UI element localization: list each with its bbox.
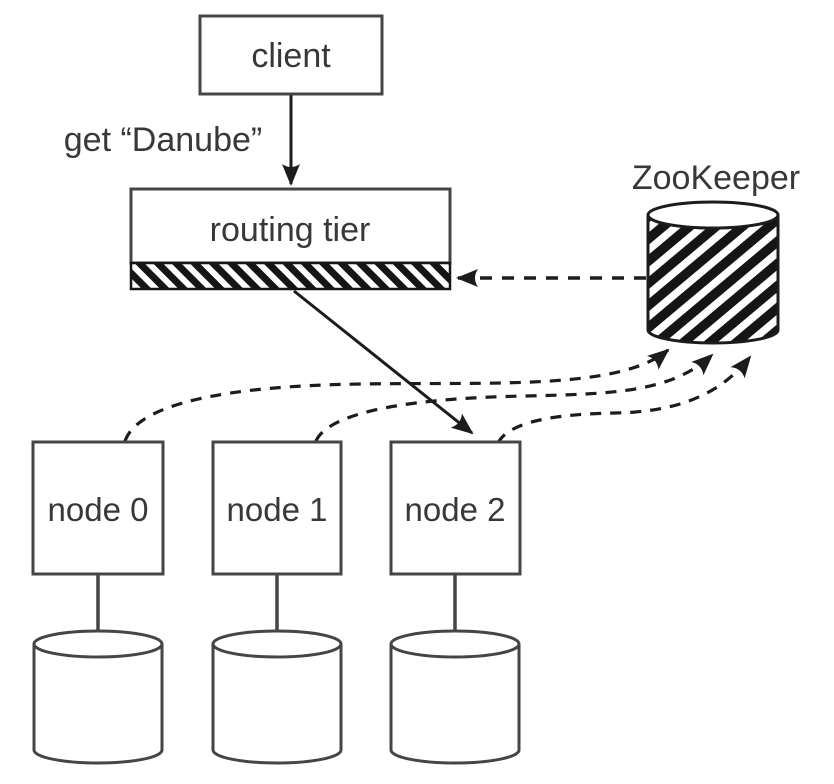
node-0-disk-body [32,644,164,765]
routing-tier-label: routing tier [210,211,371,249]
node-1-box [211,440,343,576]
node-0-box [31,440,165,576]
zookeeper-cylinder-body [646,214,780,345]
routing-tier-box [129,187,452,265]
zookeeper-cylinder-top [646,200,780,230]
get-request-label: get “Danube” [64,121,262,159]
node-2-label: node 2 [405,491,506,528]
node-1-disk-cylinder [211,629,343,765]
partition-hatch-bar [129,261,452,291]
node-0-disk-top [32,629,164,659]
client-label: client [251,37,331,75]
routing-to-node2-arrow [293,289,474,435]
node-1-disk-body [211,644,343,765]
zookeeper-label: ZooKeeper [632,159,800,197]
zookeeper-cylinder [646,200,780,345]
node-2-disk-top [389,629,521,659]
node-2-disk-cylinder [389,629,521,765]
node-1-disk-top [211,629,343,659]
node0-to-zookeeper-arrow [123,348,670,442]
node-1-label: node 1 [227,491,328,528]
node1-to-zookeeper-arrow [314,353,714,442]
node-2-disk-body [389,644,521,765]
node-0-label: node 0 [48,491,149,528]
node-0-disk-cylinder [32,629,164,765]
node2-to-zookeeper-arrow [496,355,752,444]
client-box [198,14,384,96]
node-2-box [389,440,522,576]
